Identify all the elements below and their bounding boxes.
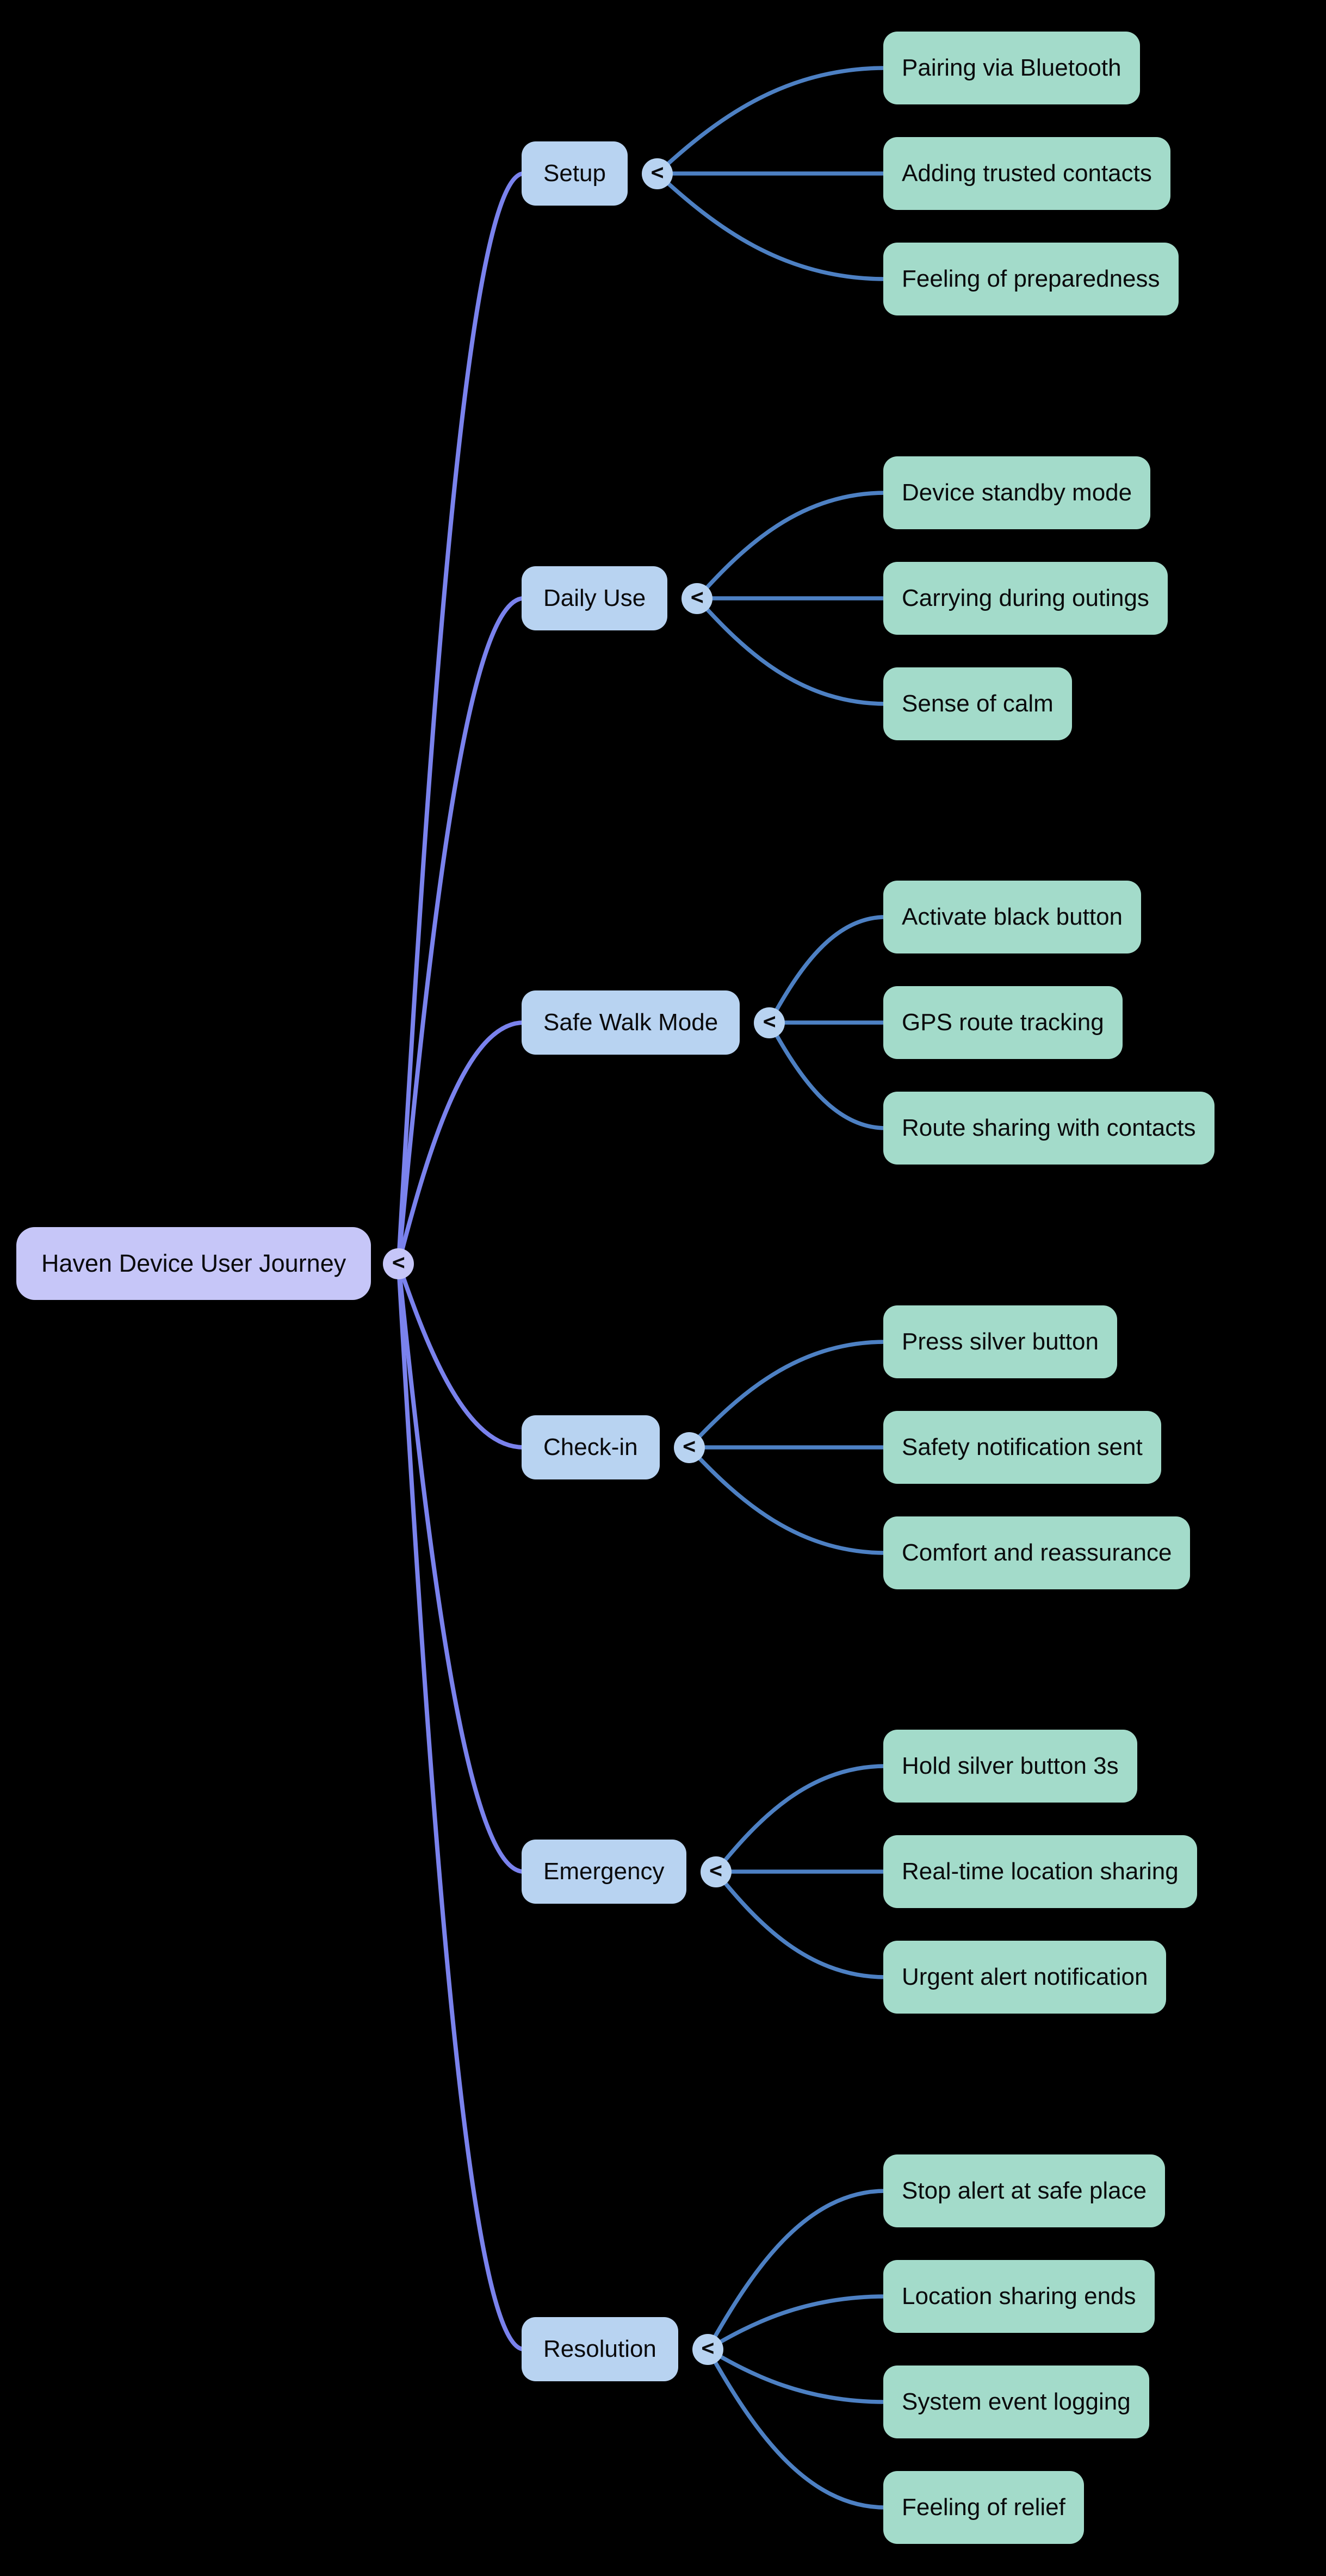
leaf-node-hold-silver-button-3s[interactable]: Hold silver button 3s [883, 1730, 1137, 1803]
root-branch-edge [396, 171, 526, 1266]
leaf-node-label: Feeling of preparedness [902, 265, 1160, 292]
leaf-node-urgent-alert-notification[interactable]: Urgent alert notification [883, 1941, 1167, 2014]
root-node-label: Haven Device User Journey [41, 1249, 346, 1277]
leaf-node-label: Sense of calm [902, 690, 1054, 717]
branch-leaf-edge [705, 2189, 888, 2351]
branch-node-row-setup: Setup < [522, 141, 673, 206]
branch-leaf-edge [695, 596, 888, 706]
leaf-node-gps-route-tracking[interactable]: GPS route tracking [883, 986, 1123, 1059]
branch-leaf-edge [695, 491, 888, 600]
leaf-node-label: Feeling of relief [902, 2494, 1065, 2521]
branch-node-label: Emergency [543, 1858, 665, 1885]
leaf-node-sense-of-calm[interactable]: Sense of calm [883, 667, 1072, 740]
branch-node-row-emergency: Emergency < [522, 1840, 732, 1904]
leaf-node-label: Safety notification sent [902, 1434, 1143, 1460]
chevron-left-icon: < [763, 1009, 776, 1034]
branch-leaf-edge [655, 66, 888, 176]
branch-leaf-edge [705, 2347, 888, 2510]
leaf-node-label: Real-time location sharing [902, 1858, 1179, 1885]
leaf-node-stop-alert-at-safe-place[interactable]: Stop alert at safe place [883, 2154, 1166, 2227]
branch-leaf-edge [767, 915, 888, 1025]
leaf-node-label: Urgent alert notification [902, 1964, 1148, 1990]
chevron-left-icon: < [690, 585, 704, 610]
root-collapse-button[interactable]: < [383, 1248, 414, 1279]
branch-leaf-edge [714, 1764, 888, 1874]
leaf-node-label: Activate black button [902, 903, 1123, 930]
leaf-node-comfort-and-reassurance[interactable]: Comfort and reassurance [883, 1516, 1191, 1589]
root-branch-edge [396, 1261, 526, 1450]
branch-node-check-in[interactable]: Check-in [522, 1415, 660, 1479]
leaf-node-activate-black-button[interactable]: Activate black button [883, 881, 1142, 953]
chevron-left-icon: < [701, 2336, 715, 2361]
leaf-node-label: Location sharing ends [902, 2283, 1136, 2309]
leaf-node-label: Route sharing with contacts [902, 1114, 1196, 1141]
branch-node-label: Resolution [543, 2336, 656, 2362]
leaf-node-feeling-of-relief[interactable]: Feeling of relief [883, 2471, 1084, 2544]
branch-node-label: Safe Walk Mode [543, 1009, 718, 1036]
chevron-left-icon: < [683, 1434, 696, 1459]
leaf-node-label: GPS route tracking [902, 1009, 1104, 1036]
branch-node-safe-walk-mode[interactable]: Safe Walk Mode [522, 990, 740, 1055]
branch-node-row-check-in: Check-in < [522, 1415, 705, 1479]
leaf-node-label: Hold silver button 3s [902, 1753, 1119, 1779]
leaf-node-location-sharing-ends[interactable]: Location sharing ends [883, 2260, 1155, 2333]
leaf-node-label: Stop alert at safe place [902, 2177, 1147, 2204]
root-node[interactable]: Haven Device User Journey [16, 1227, 371, 1300]
leaf-node-label: Device standby mode [902, 479, 1132, 506]
branch-leaf-edge [655, 171, 888, 281]
branch-node-label: Check-in [543, 1434, 638, 1460]
root-node-row: Haven Device User Journey < [16, 1227, 414, 1300]
root-branch-edge [396, 1020, 526, 1266]
collapse-button-daily-use[interactable]: < [681, 583, 713, 614]
branch-node-label: Setup [543, 160, 606, 187]
branch-node-row-safe-walk-mode: Safe Walk Mode < [522, 990, 785, 1055]
leaf-node-route-sharing-with-contacts[interactable]: Route sharing with contacts [883, 1092, 1215, 1165]
branch-node-emergency[interactable]: Emergency [522, 1840, 686, 1904]
leaf-node-label: Press silver button [902, 1328, 1099, 1355]
leaf-node-real-time-location-sharing[interactable]: Real-time location sharing [883, 1835, 1197, 1908]
leaf-node-adding-trusted-contacts[interactable]: Adding trusted contacts [883, 137, 1170, 210]
collapse-button-resolution[interactable]: < [692, 2333, 723, 2365]
branch-node-daily-use[interactable]: Daily Use [522, 566, 668, 630]
leaf-node-press-silver-button[interactable]: Press silver button [883, 1305, 1117, 1378]
collapse-button-check-in[interactable]: < [673, 1432, 705, 1463]
branch-leaf-edge [767, 1020, 888, 1130]
branch-leaf-edge [705, 2294, 888, 2351]
chevron-left-icon: < [392, 1250, 405, 1275]
root-branch-edge [396, 596, 526, 1266]
root-branch-edge [396, 1261, 526, 2351]
leaf-node-feeling-of-preparedness[interactable]: Feeling of preparedness [883, 243, 1179, 315]
branch-leaf-edge [687, 1340, 888, 1450]
leaf-node-carrying-during-outings[interactable]: Carrying during outings [883, 562, 1168, 635]
root-branch-edge [396, 1261, 526, 1874]
branch-node-setup[interactable]: Setup [522, 141, 628, 206]
chevron-left-icon: < [709, 1858, 723, 1883]
branch-node-label: Daily Use [543, 585, 646, 611]
branch-node-row-daily-use: Daily Use < [522, 566, 713, 630]
collapse-button-emergency[interactable]: < [700, 1856, 732, 1887]
branch-leaf-edge [714, 1869, 888, 1979]
branch-leaf-edge [687, 1445, 888, 1555]
leaf-node-system-event-logging[interactable]: System event logging [883, 2366, 1149, 2438]
leaf-node-safety-notification-sent[interactable]: Safety notification sent [883, 1411, 1161, 1484]
leaf-node-pairing-via-bluetooth[interactable]: Pairing via Bluetooth [883, 32, 1140, 104]
leaf-node-device-standby-mode[interactable]: Device standby mode [883, 456, 1151, 529]
branch-leaf-edge [705, 2347, 888, 2404]
collapse-button-safe-walk-mode[interactable]: < [754, 1007, 785, 1038]
leaf-node-label: Pairing via Bluetooth [902, 54, 1121, 81]
leaf-node-label: Adding trusted contacts [902, 160, 1152, 187]
branch-node-resolution[interactable]: Resolution [522, 2317, 678, 2381]
leaf-node-label: System event logging [902, 2388, 1131, 2415]
leaf-node-label: Carrying during outings [902, 585, 1149, 611]
chevron-left-icon: < [650, 160, 664, 185]
collapse-button-setup[interactable]: < [641, 158, 673, 189]
branch-node-row-resolution: Resolution < [522, 2317, 723, 2381]
leaf-node-label: Comfort and reassurance [902, 1539, 1172, 1566]
